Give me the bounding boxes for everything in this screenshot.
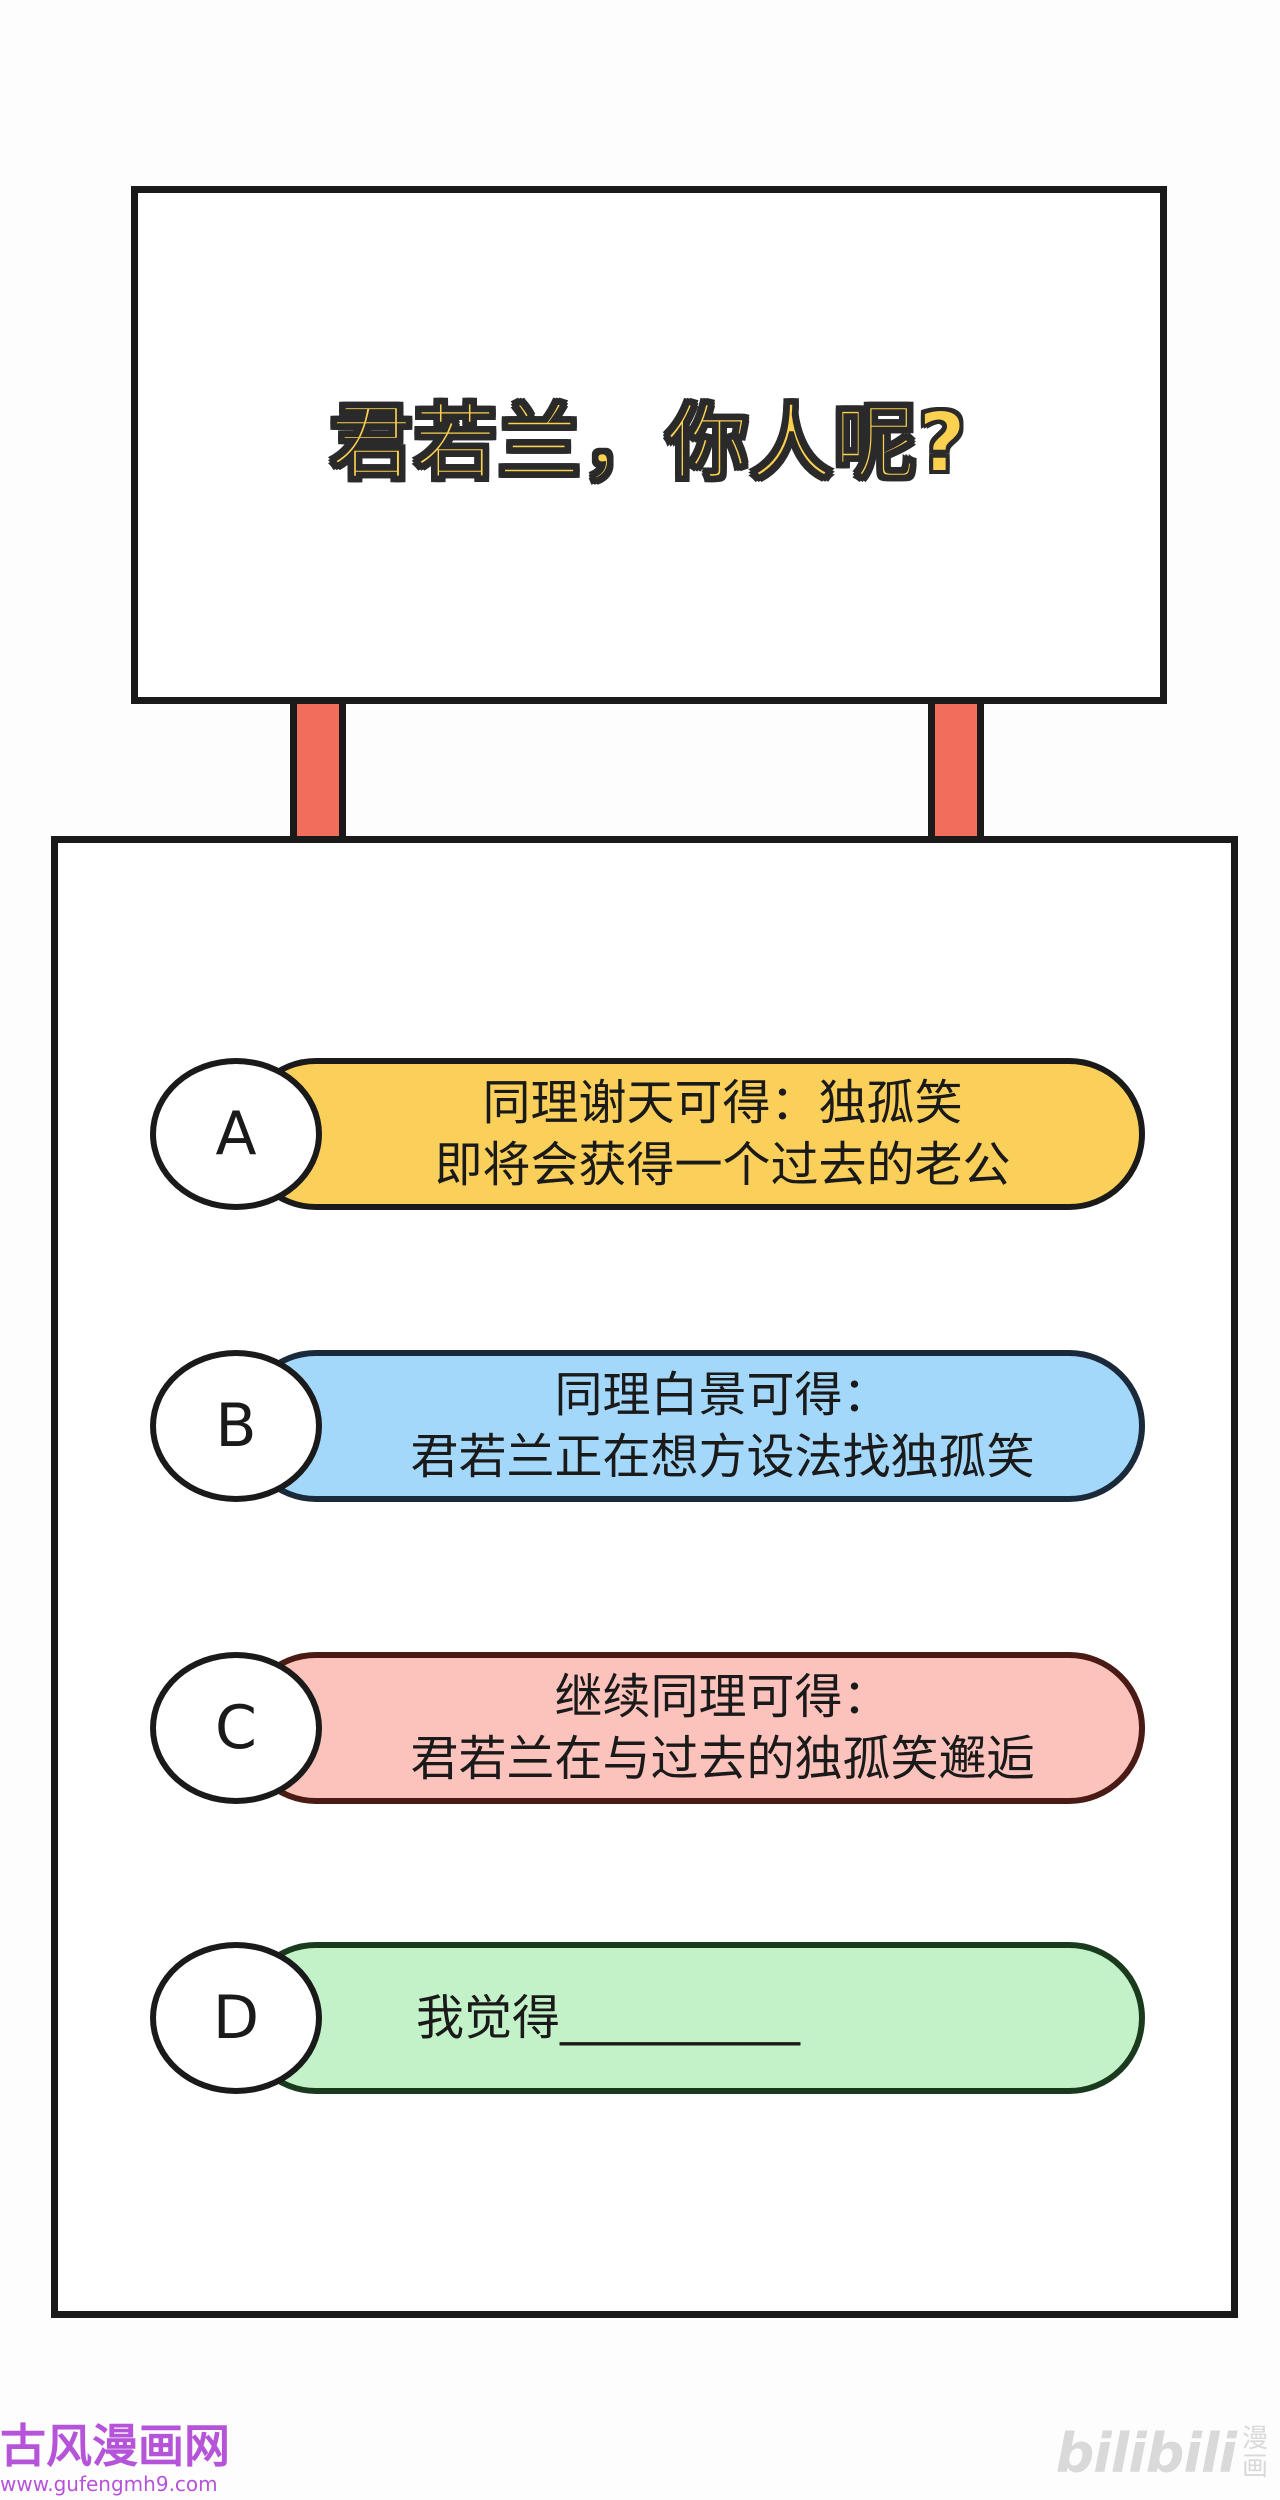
option-b-line-2: 君若兰正在想方设法找独孤笑 (410, 1429, 1035, 1485)
bilibili-text-bottom: 画 (1241, 2452, 1268, 2482)
option-d-line-1: 我觉得__________ (416, 1990, 801, 2046)
option-a-pill: 同理谢天可得：独孤笑 即将会获得一个过去的老公 (240, 1058, 1145, 1210)
option-c-line-2: 君若兰在与过去的独孤笑邂逅 (410, 1731, 1035, 1787)
watermark-gufeng-url: www.gufengmh9.com (0, 2472, 218, 2496)
option-c-pill: 继续同理可得： 君若兰在与过去的独孤笑邂逅 (240, 1652, 1145, 1804)
option-d-letter: D (150, 1942, 322, 2094)
watermark-gufeng: 古风漫画网 www.gufengmh9.com (0, 2420, 240, 2500)
bilibili-logo: bilibili (1055, 2421, 1237, 2485)
option-c-letter: C (150, 1652, 322, 1804)
watermark-gufeng-title: 古风漫画网 (0, 2419, 230, 2473)
option-a-line-1: 同理谢天可得：独孤笑 (482, 1075, 963, 1131)
option-a[interactable]: 同理谢天可得：独孤笑 即将会获得一个过去的老公 A (150, 1058, 1145, 1210)
option-d-pill: 我觉得__________ (240, 1942, 1145, 2094)
question-sign: 君若兰，你人呢? (131, 186, 1167, 704)
option-b-line-1: 同理白景可得： (554, 1367, 891, 1423)
option-a-line-2: 即将会获得一个过去的老公 (434, 1137, 1011, 1193)
question-title: 君若兰，你人呢? (329, 395, 968, 492)
sign-post-right (928, 704, 984, 840)
option-a-letter: A (150, 1058, 322, 1210)
option-b-letter: B (150, 1350, 322, 1502)
option-b[interactable]: 同理白景可得： 君若兰正在想方设法找独孤笑 B (150, 1350, 1145, 1502)
sign-post-left (290, 704, 346, 840)
bilibili-text-top: 漫 (1241, 2424, 1268, 2454)
bilibili-manhua-text: 漫 画 (1242, 2425, 1268, 2481)
option-c[interactable]: 继续同理可得： 君若兰在与过去的独孤笑邂逅 C (150, 1652, 1145, 1804)
option-c-line-1: 继续同理可得： (554, 1669, 891, 1725)
watermark-bilibili: bilibili 漫 画 (1056, 2418, 1268, 2488)
option-d[interactable]: 我觉得__________ D (150, 1942, 1145, 2094)
option-b-pill: 同理白景可得： 君若兰正在想方设法找独孤笑 (240, 1350, 1145, 1502)
